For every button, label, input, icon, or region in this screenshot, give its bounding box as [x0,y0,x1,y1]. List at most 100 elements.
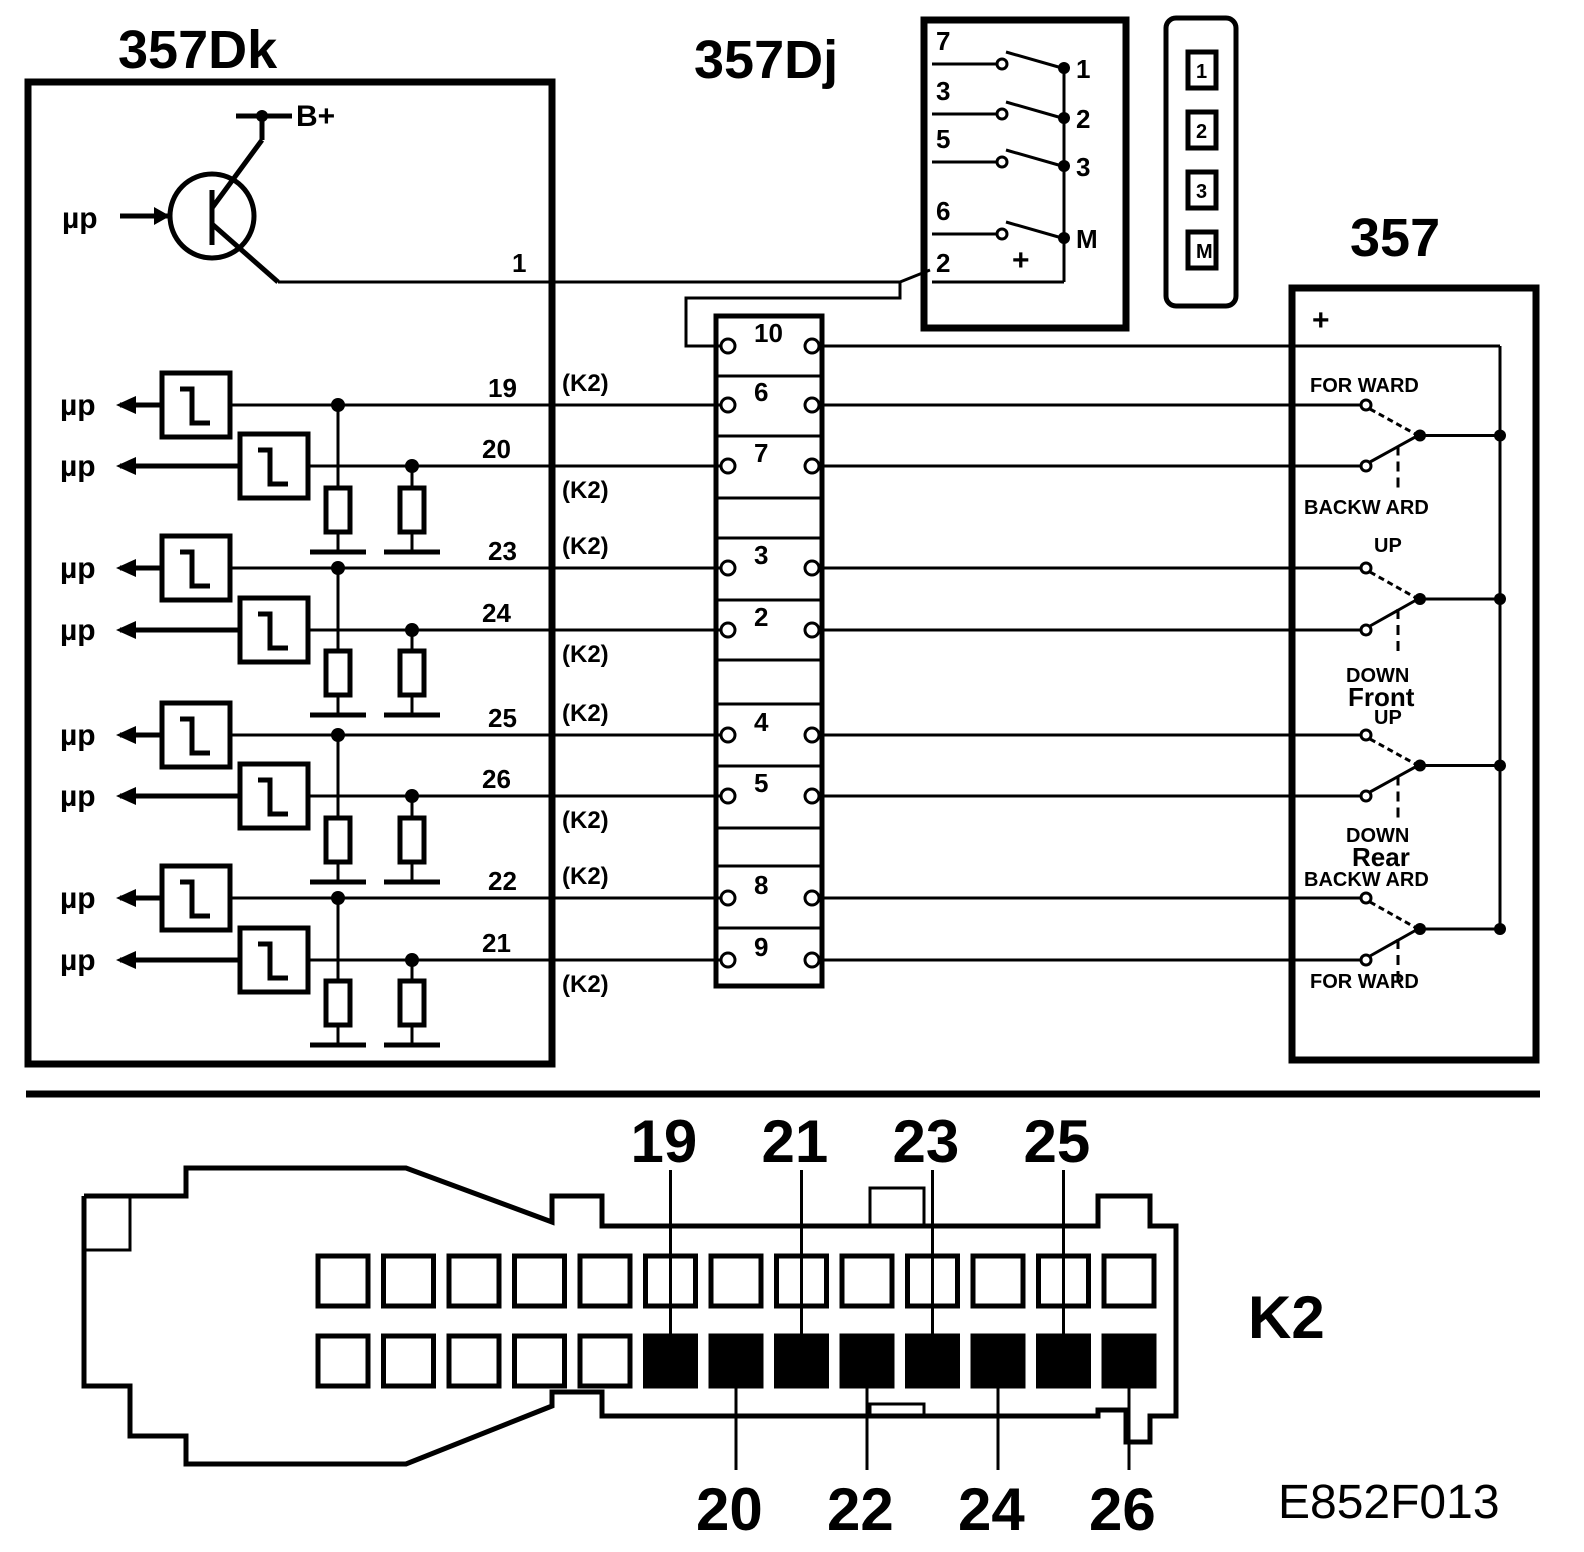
wire-pin1 [548,268,931,284]
terminal-right-contact [803,787,821,805]
label-front: Front [1348,682,1415,712]
k2-tag: (K2) [562,370,609,397]
connector-k2-label: K2 [1248,1284,1325,1351]
bus-junction [1494,923,1506,935]
switch-left-pin-6: 6 [936,196,950,226]
module-357-plus: + [1312,304,1330,337]
connector-cavity-top [839,1253,895,1309]
resistor [323,815,353,865]
key-legend-box [1163,15,1239,309]
pin-label-20: 20 [482,434,511,464]
switch-contact [1359,891,1373,905]
switch-blade [1005,148,1063,168]
connector-cavity-bottom [315,1333,371,1389]
schmitt-symbol [258,611,288,651]
bus-junction [1494,429,1506,442]
switch-plus-label: + [1012,244,1030,277]
connector-pin-label-20: 20 [696,1476,763,1543]
connector-pin-filled [774,1333,829,1389]
connector-pin-filled [1101,1333,1157,1389]
connector-pin-filled [839,1333,895,1389]
schmitt-symbol [258,777,288,817]
label-backward-2: BACKW ARD [1304,869,1429,891]
connector-k2-outline [81,1165,1179,1467]
schmitt-trigger-box [237,761,311,831]
legend-key-M: M [1196,241,1213,263]
resistor [323,978,353,1028]
connector-cavity-top [315,1253,371,1309]
connector-cavity-top [1101,1253,1157,1309]
terminal-right-contact [803,337,821,355]
switch-contact [995,155,1009,169]
mu-p-label: µp [60,389,96,422]
module-357-switches [1359,398,1506,981]
switch-blade [1369,570,1419,601]
legend-key-box [1185,49,1219,91]
switch-contact [1359,398,1373,412]
pin-label-25: 25 [488,703,517,733]
mu-p-label: µp [60,944,96,977]
pin-1-label: 1 [512,248,526,278]
switch-blade [1369,597,1419,628]
connector-pin-label-19: 19 [631,1108,698,1175]
schmitt-symbol [180,386,210,426]
k2-tag: (K2) [562,533,609,560]
terminal-left-contact [719,559,737,577]
wire-to-terminal-10 [684,282,902,348]
terminal-right-contact [803,951,821,969]
schmitt-trigger-box [237,925,311,995]
terminal-right-contact [803,457,821,475]
schmitt-symbol [180,879,210,919]
terminal-right-contact [803,396,821,414]
connector-pin-label-23: 23 [893,1108,960,1175]
switch-blade [1005,50,1063,70]
resistor [323,485,353,535]
label-forward-1: FOR WARD [1310,375,1419,397]
module-357dj-box [920,16,1130,332]
schmitt-trigger-box [159,863,233,933]
legend-key-2: 2 [1196,121,1207,143]
pin-label-26: 26 [482,764,511,794]
terminal-right-contact [803,726,821,744]
switch-contact [1359,561,1373,575]
terminal-left-contact [719,337,737,355]
terminal-left-contact [719,726,737,744]
legend-key-3: 3 [1196,181,1207,203]
schmitt-symbol [180,716,210,756]
switch-blade [1369,737,1419,767]
terminal-left-contact [719,457,737,475]
module-357dk-box [24,78,556,1068]
connector-pin-filled [1036,1333,1091,1389]
k2-tag: (K2) [562,971,609,998]
connector-pin-filled [643,1333,698,1389]
mu-p-label: µp [60,780,96,813]
pin-label-23: 23 [488,536,517,566]
connector-pin-filled [970,1333,1026,1389]
resistor [323,648,353,698]
connector-pin-label-21: 21 [762,1108,829,1175]
switch-blade [1369,927,1419,958]
connector-pin-label-26: 26 [1089,1476,1156,1543]
schmitt-trigger-box [237,595,311,665]
k2-tag: (K2) [562,807,609,834]
connector-pin-filled [708,1333,764,1389]
terminal-left-contact [719,889,737,907]
terminal-label-3: 3 [754,540,768,570]
connector-cavity-bottom [446,1333,502,1389]
terminal-right-contact [803,889,821,907]
resistor [397,485,427,535]
label-forward-2: FOR WARD [1310,971,1419,993]
terminal-left-contact [719,396,737,414]
connector-cavity-bottom [577,1333,633,1389]
connector-cavity-top [708,1253,764,1309]
connector-cavity-top [446,1253,502,1309]
connector-pin-filled [905,1333,960,1389]
terminal-label-9: 9 [754,932,768,962]
mu-p-label: µp [60,614,96,647]
